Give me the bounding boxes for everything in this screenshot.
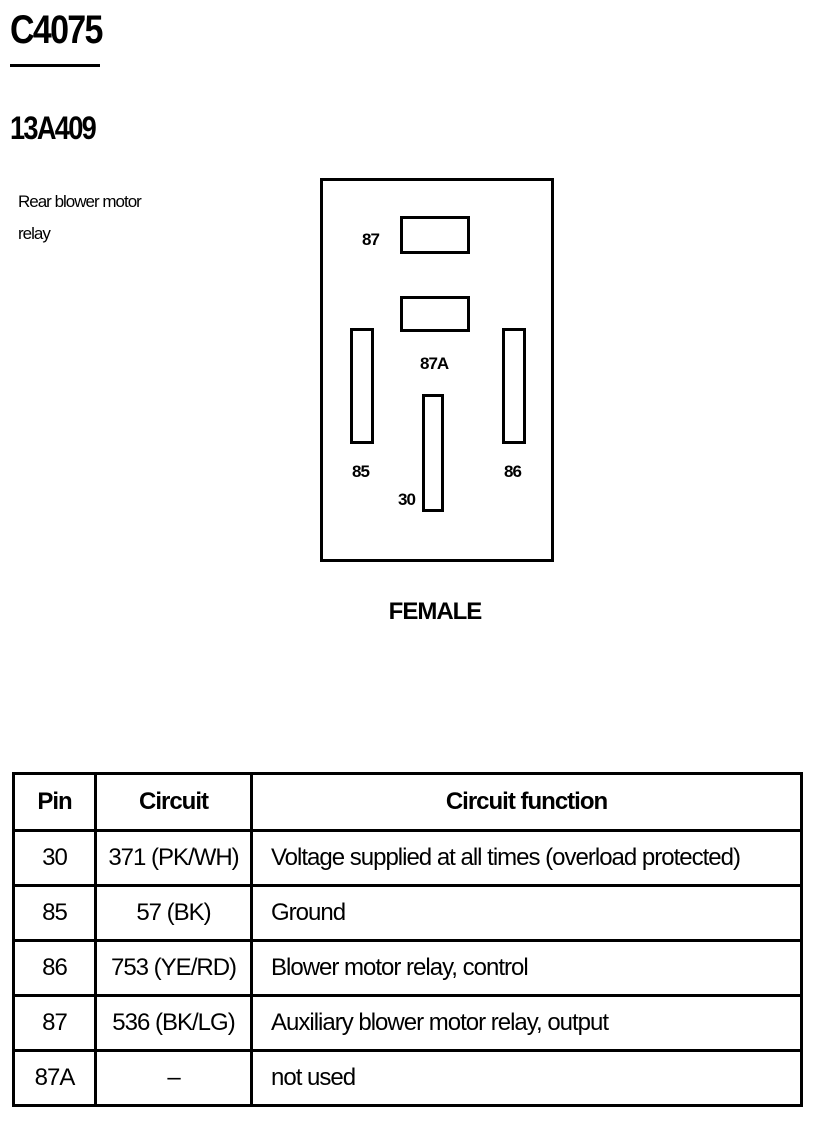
cell-pin: 86 xyxy=(12,939,97,997)
terminal-slot-87 xyxy=(400,216,470,254)
table-row: 86 753 (YE/RD) Blower motor relay, contr… xyxy=(12,939,803,997)
connector-id: C4075 xyxy=(10,8,103,52)
header-circuit-function: Circuit function xyxy=(250,772,803,832)
pin-label-87: 87 xyxy=(362,230,380,249)
terminal-slot-30 xyxy=(422,394,444,512)
table-row: 87 536 (BK/LG) Auxiliary blower motor re… xyxy=(12,994,803,1052)
cell-function: not used xyxy=(250,1049,803,1107)
cell-pin: 87A xyxy=(12,1049,97,1107)
connector-face xyxy=(320,178,554,562)
cell-pin: 30 xyxy=(12,829,97,887)
cell-circuit: 536 (BK/LG) xyxy=(94,994,253,1052)
table-row: 87A – not used xyxy=(12,1049,803,1107)
cell-function: Blower motor relay, control xyxy=(250,939,803,997)
pin-label-30: 30 xyxy=(398,490,416,509)
cell-pin: 87 xyxy=(12,994,97,1052)
cell-circuit: 371 (PK/WH) xyxy=(94,829,253,887)
header-circuit: Circuit xyxy=(94,772,253,832)
cell-circuit: 57 (BK) xyxy=(94,884,253,942)
table-header-row: Pin Circuit Circuit function xyxy=(12,772,803,832)
table-row: 85 57 (BK) Ground xyxy=(12,884,803,942)
cell-circuit: – xyxy=(94,1049,253,1107)
cell-function: Voltage supplied at all times (overload … xyxy=(250,829,803,887)
pin-table: Pin Circuit Circuit function 30 371 (PK/… xyxy=(12,772,803,1107)
cell-circuit: 753 (YE/RD) xyxy=(94,939,253,997)
component-description: Rear blower motor relay xyxy=(18,186,178,250)
pin-label-85: 85 xyxy=(352,462,370,481)
pin-label-86: 86 xyxy=(504,462,522,481)
description-line-2: relay xyxy=(18,224,51,243)
title-underline xyxy=(10,64,100,67)
terminal-slot-85 xyxy=(350,328,374,444)
terminal-slot-87a xyxy=(400,296,470,332)
description-line-1: Rear blower motor xyxy=(18,192,142,211)
cell-pin: 85 xyxy=(12,884,97,942)
connector-gender: FEMALE xyxy=(388,598,483,625)
table-row: 30 371 (PK/WH) Voltage supplied at all t… xyxy=(12,829,803,887)
cell-function: Auxiliary blower motor relay, output xyxy=(250,994,803,1052)
cell-function: Ground xyxy=(250,884,803,942)
pin-label-87a: 87A xyxy=(420,354,449,373)
terminal-slot-86 xyxy=(502,328,526,444)
header-pin: Pin xyxy=(12,772,97,832)
part-number: 13A409 xyxy=(10,110,97,146)
